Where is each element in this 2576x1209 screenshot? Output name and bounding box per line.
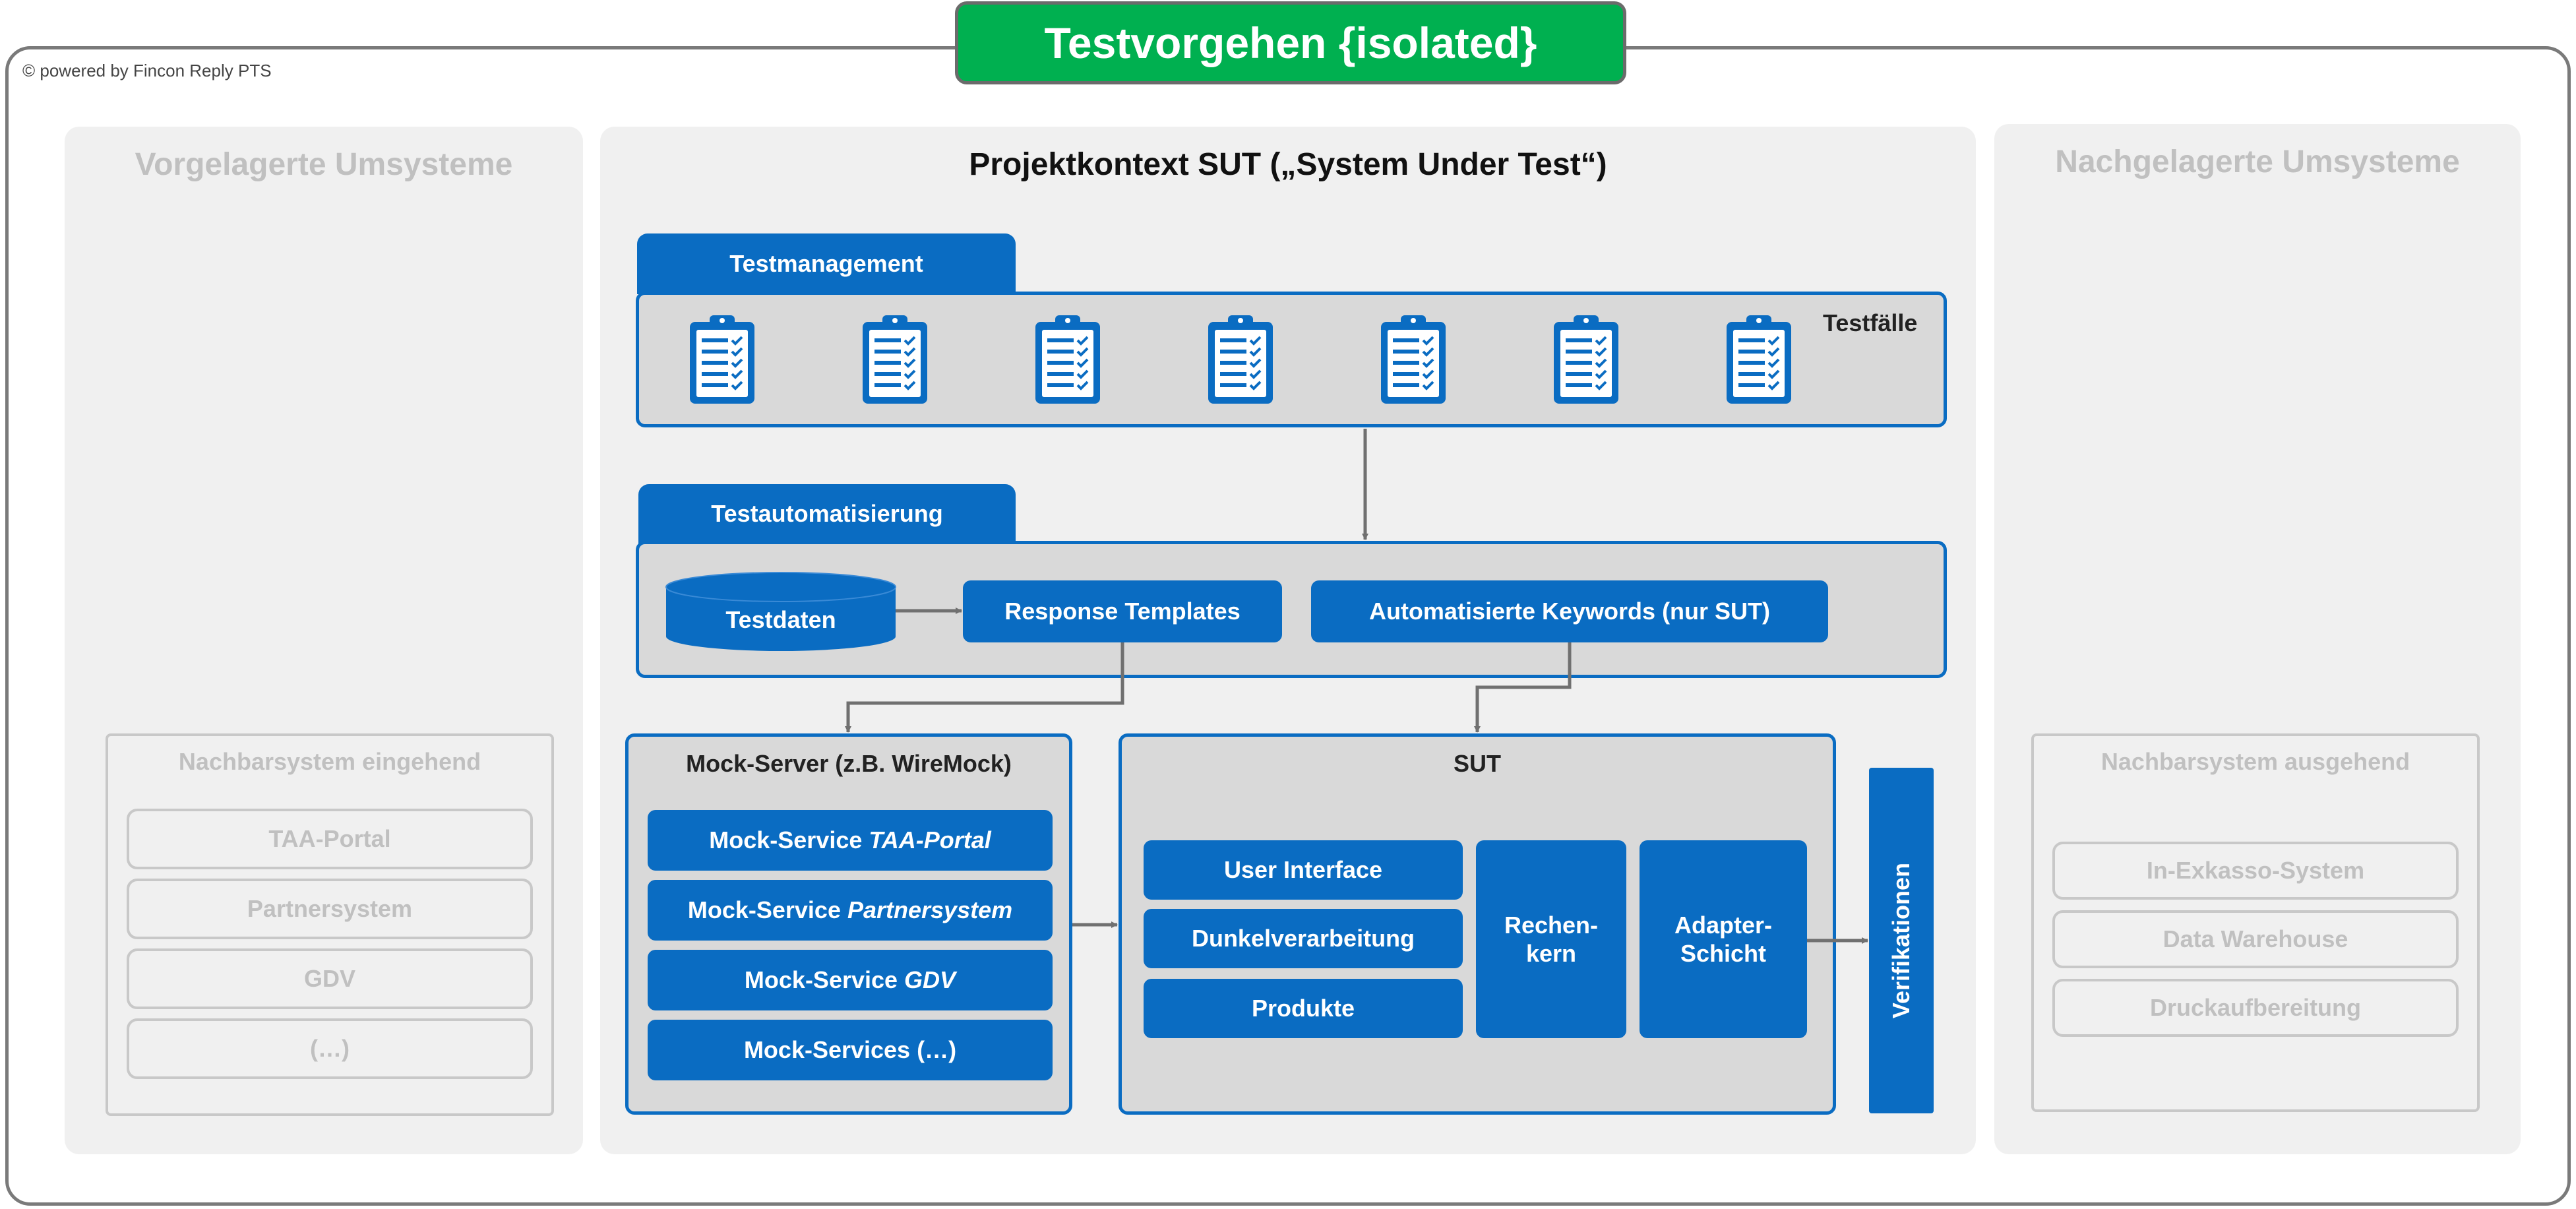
neighbor-outgoing-box: Nachbarsystem ausgehend In-Exkasso-Syste…: [2031, 733, 2480, 1112]
arrow-templates-to-mock-server: [845, 642, 1124, 733]
neighbor-incoming-title: Nachbarsystem eingehend: [178, 748, 481, 775]
tab-testmanagement: Testmanagement: [637, 233, 1016, 294]
clipboard-checklist-icon: [690, 315, 754, 404]
verifikationen-box: Verifikationen: [1869, 768, 1934, 1113]
rechenkern-box: Rechen- kern: [1476, 840, 1626, 1038]
mock-service-prefix: Mock-Service: [709, 826, 869, 853]
neighbor-outgoing-title: Nachbarsystem ausgehend: [2101, 748, 2410, 775]
testdaten-label: Testdaten: [725, 606, 836, 633]
tab-testautomatisierung: Testautomatisierung: [638, 484, 1016, 543]
neighbor-incoming-box: Nachbarsystem eingehend TAA-Portal Partn…: [106, 733, 554, 1116]
powered-by-note: © powered by Fincon Reply PTS: [22, 61, 272, 80]
arrow-keywords-to-sut: [1474, 642, 1572, 733]
outgoing-item-in-exkasso: In-Exkasso-System: [2052, 842, 2459, 900]
mock-service-partnersystem: Mock-Service Partnersystem: [648, 880, 1053, 941]
clipboard-checklist-icon: [863, 315, 927, 404]
mock-service-name: GDV: [904, 966, 956, 993]
sut-title: SUT: [1454, 750, 1501, 777]
adapter-schicht-box: Adapter- Schicht: [1640, 840, 1807, 1038]
incoming-item-gdv: GDV: [127, 948, 533, 1009]
incoming-item-more: (…): [127, 1018, 533, 1079]
incoming-item-taa-portal: TAA-Portal: [127, 809, 533, 869]
mock-service-prefix: Mock-Service: [687, 896, 847, 923]
left-panel-title: Vorgelagerte Umsysteme: [135, 147, 513, 182]
mock-service-name: Partnersystem: [847, 896, 1013, 923]
dunkelverarbeitung-box: Dunkelverarbeitung: [1144, 909, 1463, 968]
response-templates-box: Response Templates: [963, 580, 1282, 642]
incoming-item-partnersystem: Partnersystem: [127, 879, 533, 939]
clipboard-checklist-icon: [1727, 315, 1791, 404]
left-panel: Vorgelagerte Umsysteme Nachbarsystem ein…: [65, 127, 583, 1154]
outgoing-item-druckaufbereitung: Druckaufbereitung: [2052, 979, 2459, 1037]
outgoing-item-data-warehouse: Data Warehouse: [2052, 910, 2459, 968]
center-panel-title: Projektkontext SUT („System Under Test“): [969, 147, 1607, 182]
diagram-title: Testvorgehen {isolated}: [955, 1, 1626, 84]
right-panel-title: Nachgelagerte Umsysteme: [2055, 144, 2460, 179]
mock-service-gdv: Mock-Service GDV: [648, 950, 1053, 1010]
mock-server-title: Mock-Server (z.B. WireMock): [686, 750, 1012, 777]
keywords-box: Automatisierte Keywords (nur SUT): [1311, 580, 1828, 642]
produkte-box: Produkte: [1144, 979, 1463, 1038]
mock-service-taa-portal: Mock-Service TAA-Portal: [648, 810, 1053, 871]
clipboard-checklist-icon: [1208, 315, 1273, 404]
clipboard-checklist-icon: [1381, 315, 1446, 404]
mock-service-prefix: Mock-Services (…): [743, 1036, 957, 1063]
mock-service-prefix: Mock-Service: [744, 966, 905, 993]
clipboard-checklist-icon: [1035, 315, 1100, 404]
mock-services-more: Mock-Services (…): [648, 1020, 1053, 1080]
clipboard-checklist-icon: [1554, 315, 1618, 404]
mock-service-name: TAA-Portal: [869, 826, 991, 853]
right-panel: Nachgelagerte Umsysteme Nachbarsystem au…: [1994, 124, 2521, 1154]
user-interface-box: User Interface: [1144, 840, 1463, 900]
testcases-label: Testfälle: [1823, 309, 1918, 336]
